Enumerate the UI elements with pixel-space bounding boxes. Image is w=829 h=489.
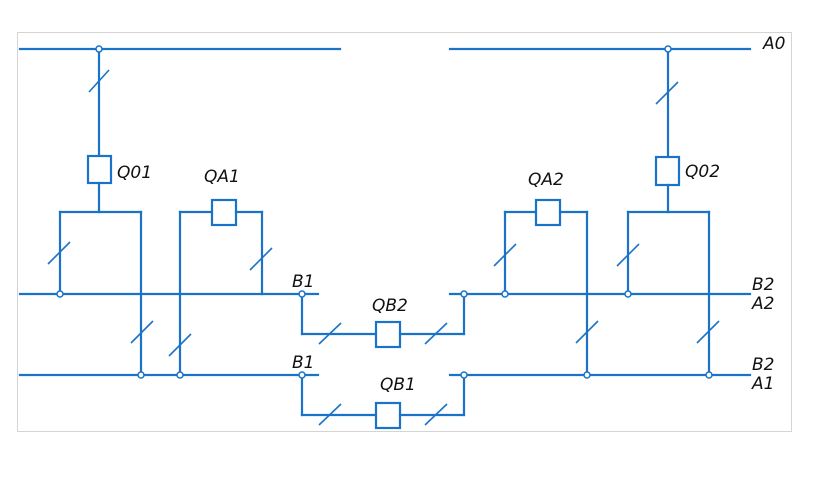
junction-lower-qa1	[176, 371, 184, 379]
breaker-q02	[654, 155, 681, 187]
coupler-qa1-left-tick	[168, 333, 192, 357]
coupler-qa1	[168, 198, 273, 377]
feeder-q01-drop-lower-tick	[130, 320, 154, 344]
junction-a0-q01	[95, 45, 103, 53]
breaker-qb2	[374, 320, 402, 349]
qb1-left-tick	[318, 403, 342, 426]
label-bus-a0: A0	[762, 34, 785, 54]
label-b2-upper: B2	[752, 275, 774, 295]
sectional-qb2	[300, 292, 466, 349]
coupler-qa2	[493, 198, 599, 377]
coupler-qa2-right-tick	[575, 320, 599, 344]
junction-lower-qa2	[583, 371, 591, 379]
label-a1: A1	[751, 374, 774, 394]
breaker-qa2	[534, 198, 562, 227]
junction-upper-qa2	[501, 290, 509, 298]
labels: A0 Q01 Q02 QA1 QA2 QB2 QB1 B1 B1 B2 A2 B…	[117, 34, 785, 395]
junction-upper-q02	[624, 290, 632, 298]
coupler-qa1-right-tick	[249, 247, 273, 271]
breaker-qb1	[374, 401, 402, 430]
label-qb1: QB1	[380, 375, 416, 395]
breaker-qa1	[210, 198, 238, 227]
feeder-q02-tick	[655, 81, 679, 105]
feeder-q02-drop-lower-tick	[696, 320, 720, 344]
label-b1-upper: B1	[292, 272, 314, 292]
junction-upper-qb2-right	[460, 290, 468, 298]
label-a2: A2	[751, 294, 774, 314]
feeder-q01-tick	[88, 69, 110, 93]
label-qb2: QB2	[372, 296, 408, 316]
label-q01: Q01	[117, 163, 152, 183]
junction-upper-q01	[56, 290, 64, 298]
junction-lower-q01	[137, 371, 145, 379]
feeder-q02	[616, 47, 720, 377]
qb2-left-tick	[318, 322, 342, 345]
drawing-frame	[17, 32, 792, 432]
junction-upper-qb2-left	[298, 290, 306, 298]
feeder-q01-drop-upper-tick	[47, 241, 71, 265]
label-b1-lower: B1	[292, 353, 314, 373]
junction-lower-q02	[705, 371, 713, 379]
junction-a0-q02	[664, 45, 672, 53]
label-qa2: QA2	[528, 170, 564, 190]
qb2-right-tick	[424, 322, 448, 345]
junction-lower-qb1-right	[460, 371, 468, 379]
junction-nodes	[56, 45, 713, 379]
feeder-q01	[47, 47, 154, 377]
breaker-q01	[86, 154, 113, 185]
label-q02: Q02	[685, 162, 720, 182]
qb1-right-tick	[424, 403, 448, 426]
label-qa1: QA1	[204, 167, 240, 187]
label-b2-lower: B2	[752, 355, 774, 375]
sectional-qb1	[300, 373, 466, 430]
feeder-q02-drop-upper-tick	[616, 243, 640, 267]
junction-lower-qb1-left	[298, 371, 306, 379]
coupler-qa2-left-tick	[493, 243, 517, 267]
